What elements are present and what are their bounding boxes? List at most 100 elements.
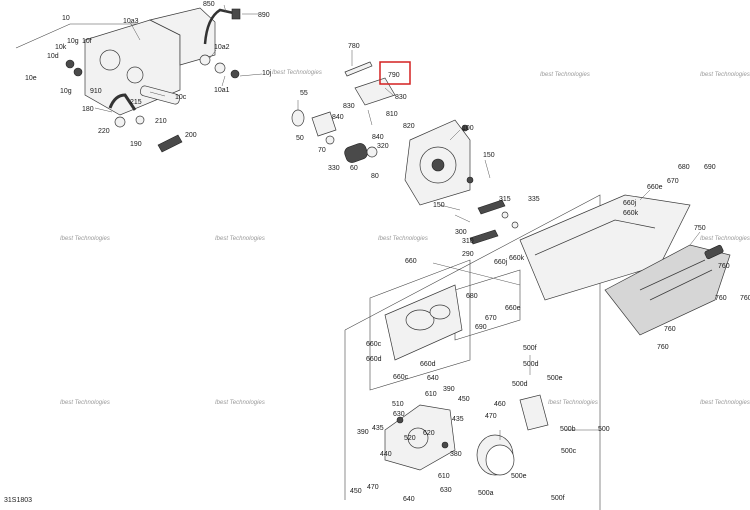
part-label-660k[interactable]: 660k (509, 255, 525, 262)
flex-pipe (476, 394, 549, 476)
part-label-210[interactable]: 210 (155, 118, 167, 125)
part-label-470[interactable]: 470 (485, 413, 497, 420)
part-label-435[interactable]: 435 (372, 425, 384, 432)
part-label-470[interactable]: 470 (367, 484, 379, 491)
part-label-500d[interactable]: 500d (523, 361, 539, 368)
part-label-500e[interactable]: 500e (511, 473, 527, 480)
part-label-10g[interactable]: 10g (60, 88, 72, 95)
part-label-190[interactable]: 190 (130, 141, 142, 148)
part-label-70[interactable]: 70 (318, 147, 326, 154)
part-label-660c[interactable]: 660c (366, 341, 382, 348)
part-label-290[interactable]: 290 (462, 251, 474, 258)
part-label-830[interactable]: 830 (395, 94, 407, 101)
part-label-390[interactable]: 390 (443, 386, 455, 393)
part-label-200[interactable]: 200 (185, 132, 197, 139)
part-label-500c[interactable]: 500c (561, 448, 577, 455)
part-label-150[interactable]: 150 (483, 152, 495, 159)
part-label-760[interactable]: 760 (715, 295, 727, 302)
part-label-890[interactable]: 890 (258, 12, 270, 19)
part-label-790[interactable]: 790 (388, 72, 400, 79)
part-label-315[interactable]: 315 (499, 196, 511, 203)
part-label-10[interactable]: 10 (62, 15, 70, 22)
part-label-690[interactable]: 690 (475, 324, 487, 331)
part-label-660[interactable]: 660 (405, 258, 417, 265)
part-label-680[interactable]: 680 (678, 164, 690, 171)
part-label-450[interactable]: 450 (350, 488, 362, 495)
part-label-610[interactable]: 610 (438, 473, 450, 480)
part-label-610[interactable]: 610 (425, 391, 437, 398)
part-label-510[interactable]: 510 (392, 401, 404, 408)
part-label-640[interactable]: 640 (427, 375, 439, 382)
part-label-500d[interactable]: 500d (512, 381, 528, 388)
part-label-760[interactable]: 760 (664, 326, 676, 333)
watermark: Ibest Technologies (272, 70, 322, 76)
part-label-500a[interactable]: 500a (478, 490, 494, 497)
part-label-50[interactable]: 50 (296, 135, 304, 142)
part-label-380[interactable]: 380 (450, 451, 462, 458)
part-label-780[interactable]: 780 (348, 43, 360, 50)
part-label-670[interactable]: 670 (667, 178, 679, 185)
part-label-760[interactable]: 760 (718, 263, 730, 270)
part-label-520[interactable]: 520 (404, 435, 416, 442)
part-label-680[interactable]: 680 (466, 293, 478, 300)
part-label-660c[interactable]: 660c (393, 374, 409, 381)
part-label-660d[interactable]: 660d (420, 361, 436, 368)
part-label-830[interactable]: 830 (343, 103, 355, 110)
part-label-690[interactable]: 690 (704, 164, 716, 171)
part-label-750[interactable]: 750 (694, 225, 706, 232)
part-label-810[interactable]: 810 (386, 111, 398, 118)
part-label-850[interactable]: 850 (203, 1, 215, 8)
part-label-760[interactable]: 760 (657, 344, 669, 351)
part-label-220[interactable]: 220 (98, 128, 110, 135)
part-label-840[interactable]: 840 (332, 114, 344, 121)
part-label-840[interactable]: 840 (372, 134, 384, 141)
part-label-10j[interactable]: 10j (262, 70, 272, 77)
part-label-660d[interactable]: 660d (366, 356, 382, 363)
part-label-500f[interactable]: 500f (523, 345, 537, 352)
part-label-215[interactable]: 215 (130, 99, 142, 106)
part-label-10a1[interactable]: 10a1 (214, 87, 230, 94)
part-label-640[interactable]: 640 (403, 496, 415, 503)
part-label-500[interactable]: 500 (598, 426, 610, 433)
part-label-60[interactable]: 60 (350, 165, 358, 172)
part-label-440[interactable]: 440 (380, 451, 392, 458)
part-label-55[interactable]: 55 (300, 90, 308, 97)
part-label-460[interactable]: 460 (494, 401, 506, 408)
part-label-10c[interactable]: 10c (175, 94, 187, 101)
part-label-500f[interactable]: 500f (551, 495, 565, 502)
part-label-310[interactable]: 310 (462, 238, 474, 245)
part-label-630[interactable]: 630 (440, 487, 452, 494)
part-label-10f[interactable]: 10f (82, 38, 92, 45)
part-label-10a2[interactable]: 10a2 (214, 44, 230, 51)
part-label-820[interactable]: 820 (403, 123, 415, 130)
part-label-10k[interactable]: 10k (55, 44, 67, 51)
part-label-660e[interactable]: 660e (647, 184, 663, 191)
part-label-500e[interactable]: 500e (547, 375, 563, 382)
part-label-660j[interactable]: 660j (494, 259, 508, 266)
part-label-300[interactable]: 300 (455, 229, 467, 236)
part-label-320[interactable]: 320 (377, 143, 389, 150)
part-label-500b[interactable]: 500b (560, 426, 576, 433)
part-label-620[interactable]: 620 (423, 430, 435, 437)
part-label-760[interactable]: 760 (740, 295, 750, 302)
part-label-10g[interactable]: 10g (67, 38, 79, 45)
part-label-10d[interactable]: 10d (47, 53, 59, 60)
part-label-670[interactable]: 670 (485, 315, 497, 322)
part-label-390[interactable]: 390 (357, 429, 369, 436)
part-label-10e[interactable]: 10e (25, 75, 37, 82)
part-label-660e[interactable]: 660e (505, 305, 521, 312)
part-label-100[interactable]: 100 (462, 125, 474, 132)
part-label-660k[interactable]: 660k (623, 210, 639, 217)
part-label-80[interactable]: 80 (371, 173, 379, 180)
part-label-150[interactable]: 150 (433, 202, 445, 209)
part-label-180[interactable]: 180 (82, 106, 94, 113)
part-label-450[interactable]: 450 (458, 396, 470, 403)
part-label-630[interactable]: 630 (393, 411, 405, 418)
part-label-660j[interactable]: 660j (623, 200, 637, 207)
part-label-330[interactable]: 330 (328, 165, 340, 172)
part-label-10a3[interactable]: 10a3 (123, 18, 139, 25)
part-label-435[interactable]: 435 (452, 416, 464, 423)
part-label-335[interactable]: 335 (528, 196, 540, 203)
part-label-910[interactable]: 910 (90, 88, 102, 95)
